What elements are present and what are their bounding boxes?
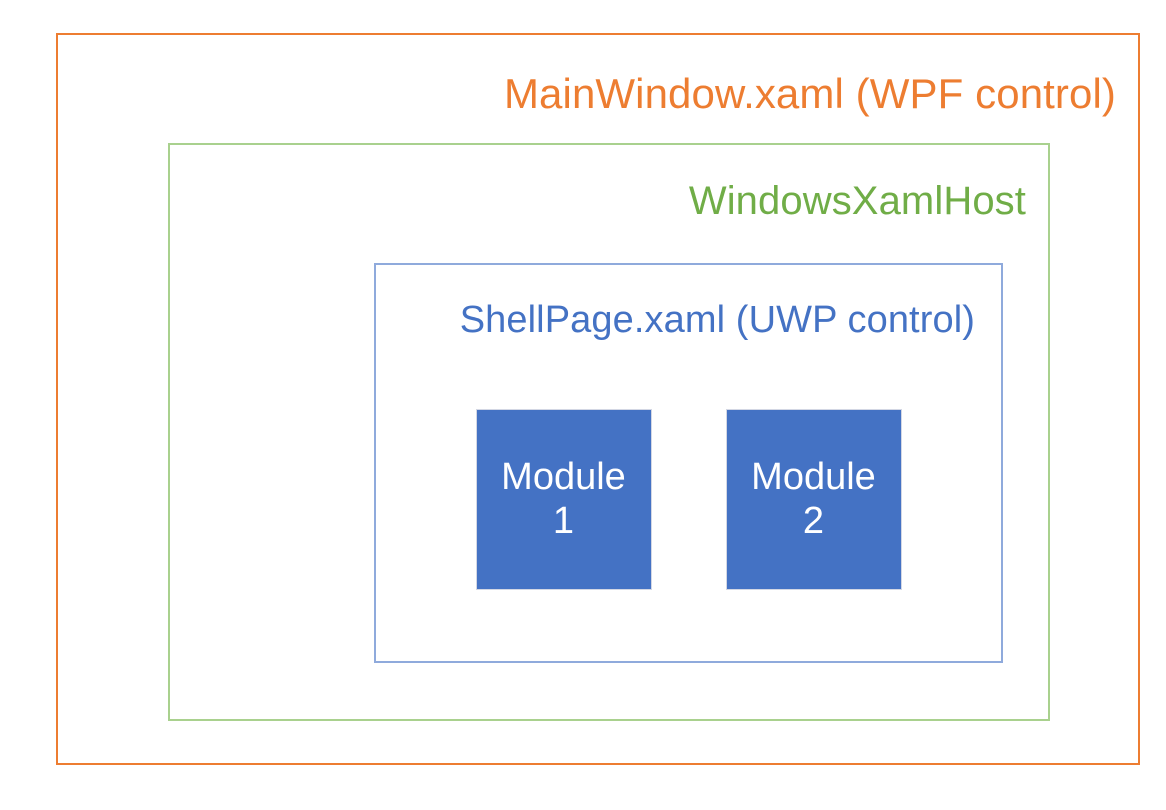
module-box-1-name: Module [501, 455, 626, 498]
layer-label-shell-page: ShellPage.xaml (UWP control) [459, 299, 975, 341]
module-box-2-name: Module [751, 455, 876, 498]
layer-main-window: MainWindow.xaml (WPF control) WindowsXam… [56, 33, 1140, 765]
module-box-2-index: 2 [802, 499, 825, 542]
module-box-2: Module 2 [725, 409, 902, 590]
module-row: Module 1 Module 2 [376, 409, 1001, 591]
layer-windows-xaml-host: WindowsXamlHost ShellPage.xaml (UWP cont… [168, 143, 1050, 721]
layer-shell-page: ShellPage.xaml (UWP control) Module 1 Mo… [374, 263, 1003, 663]
module-box-1-index: 1 [552, 499, 575, 542]
layer-label-main-window: MainWindow.xaml (WPF control) [503, 70, 1116, 117]
layer-label-windows-xaml-host: WindowsXamlHost [688, 179, 1026, 223]
module-box-1: Module 1 [475, 409, 652, 590]
